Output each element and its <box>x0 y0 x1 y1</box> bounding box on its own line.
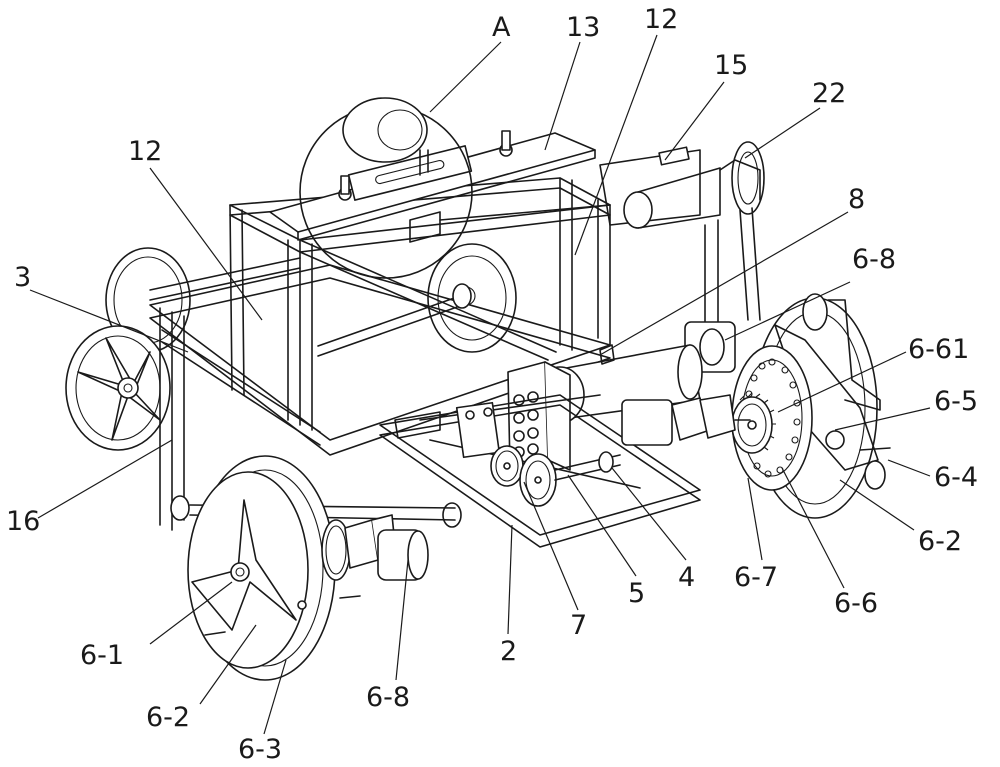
label-6-7: 6-7 <box>734 477 778 593</box>
svg-text:6-61: 6-61 <box>908 334 969 365</box>
svg-text:6-5: 6-5 <box>934 386 978 417</box>
svg-text:15: 15 <box>714 50 748 81</box>
svg-text:6-1: 6-1 <box>80 640 124 671</box>
label-22: 22 <box>744 78 846 159</box>
left-gear-coupler <box>321 514 429 599</box>
svg-text:A: A <box>492 12 511 43</box>
label-7: 7 <box>523 481 587 641</box>
svg-text:6-8: 6-8 <box>366 682 410 713</box>
svg-text:12: 12 <box>644 4 678 35</box>
detail-circle-a <box>299 97 473 279</box>
svg-text:6-2: 6-2 <box>918 526 962 557</box>
svg-text:6-4: 6-4 <box>934 462 978 493</box>
svg-text:6-8: 6-8 <box>852 244 896 275</box>
svg-text:6-2: 6-2 <box>146 702 190 733</box>
upper-motor <box>599 141 765 346</box>
label-6-2-left: 6-2 <box>146 624 257 733</box>
svg-text:3: 3 <box>14 262 31 293</box>
svg-text:6-6: 6-6 <box>834 588 878 619</box>
svg-text:13: 13 <box>566 12 600 43</box>
label-3: 3 <box>14 262 189 353</box>
label-8: 8 <box>599 184 865 356</box>
svg-text:5: 5 <box>628 578 645 609</box>
rear-center-wheel <box>427 243 517 353</box>
left-upper-wheel <box>65 325 171 451</box>
top-plate <box>269 130 596 243</box>
svg-text:8: 8 <box>848 184 865 215</box>
svg-text:6-7: 6-7 <box>734 562 778 593</box>
svg-text:22: 22 <box>812 78 846 109</box>
label-6-61: 6-61 <box>777 334 969 413</box>
front-gears <box>490 445 621 507</box>
label-12-left: 12 <box>128 136 263 321</box>
label-6-5: 6-5 <box>834 386 978 431</box>
lower-chassis <box>379 394 701 548</box>
svg-text:7: 7 <box>570 610 587 641</box>
label-2: 2 <box>500 524 517 667</box>
svg-text:12: 12 <box>128 136 162 167</box>
label-6-2-right: 6-2 <box>839 479 962 557</box>
label-6-4: 6-4 <box>887 459 978 493</box>
svg-text:16: 16 <box>6 506 40 537</box>
svg-text:4: 4 <box>678 562 695 593</box>
label-5: 5 <box>567 474 645 609</box>
label-15: 15 <box>664 50 748 161</box>
label-a: A <box>429 12 511 113</box>
label-6-3: 6-3 <box>238 659 287 765</box>
label-6-6: 6-6 <box>781 467 878 619</box>
label-6-8-bottom: 6-8 <box>366 559 410 713</box>
label-6-8-right: 6-8 <box>724 244 896 341</box>
left-front-wheel <box>187 455 336 681</box>
label-6-1: 6-1 <box>80 581 233 671</box>
label-12-top: 12 <box>574 4 678 256</box>
label-4: 4 <box>611 467 695 593</box>
label-16: 16 <box>6 439 173 537</box>
right-couplers <box>621 394 751 446</box>
svg-text:6-3: 6-3 <box>238 734 282 765</box>
svg-text:2: 2 <box>500 636 517 667</box>
right-gear <box>731 392 776 454</box>
label-13: 13 <box>544 12 600 151</box>
